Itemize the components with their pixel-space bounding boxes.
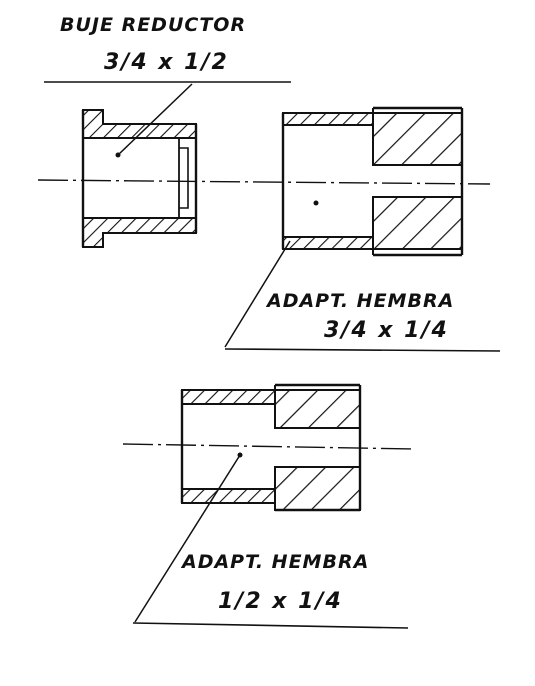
buje-reductor-section — [44, 81, 291, 248]
centerline-top — [37, 179, 491, 185]
buje-leader-dot — [115, 152, 121, 158]
adapt-hembra-large-section — [224, 106, 501, 352]
adapt-large-wall-bottom — [282, 236, 374, 250]
adapt-large-wall-top — [282, 112, 374, 126]
adapt-small-label-underline — [132, 622, 409, 629]
adapt-small-wall-top — [181, 389, 276, 405]
adapt-small-body-top — [274, 389, 361, 429]
adapt-large-leader-line — [224, 240, 291, 348]
adapt-small-wall-bottom — [181, 488, 276, 504]
buje-reductor-title: BUJE REDUCTOR — [60, 14, 247, 36]
adapt-hembra-small-title: ADAPT. HEMBRA — [182, 551, 370, 573]
adapt-hembra-large-size: 3/4 x 1/4 — [324, 318, 449, 343]
adapt-hembra-large-title: ADAPT. HEMBRA — [267, 290, 455, 312]
buje-wall-top — [82, 109, 197, 139]
adapt-small-body-bottom — [274, 466, 361, 511]
adapt-hembra-small-section — [132, 383, 409, 629]
adapt-large-label-underline — [224, 348, 501, 352]
adapt-large-leader-dot — [313, 200, 319, 206]
buje-wall-bottom — [82, 217, 197, 248]
adapt-large-body-bottom — [372, 196, 463, 250]
centerline-bottom — [122, 443, 416, 450]
adapt-large-body-top — [372, 112, 463, 166]
adapt-hembra-small-size: 1/2 x 1/4 — [218, 589, 343, 614]
adapt-small-leader-line — [134, 454, 241, 623]
buje-smaller-bore — [179, 147, 189, 209]
buje-reductor-size: 3/4 x 1/2 — [104, 50, 229, 75]
buje-leader-line — [117, 83, 193, 156]
